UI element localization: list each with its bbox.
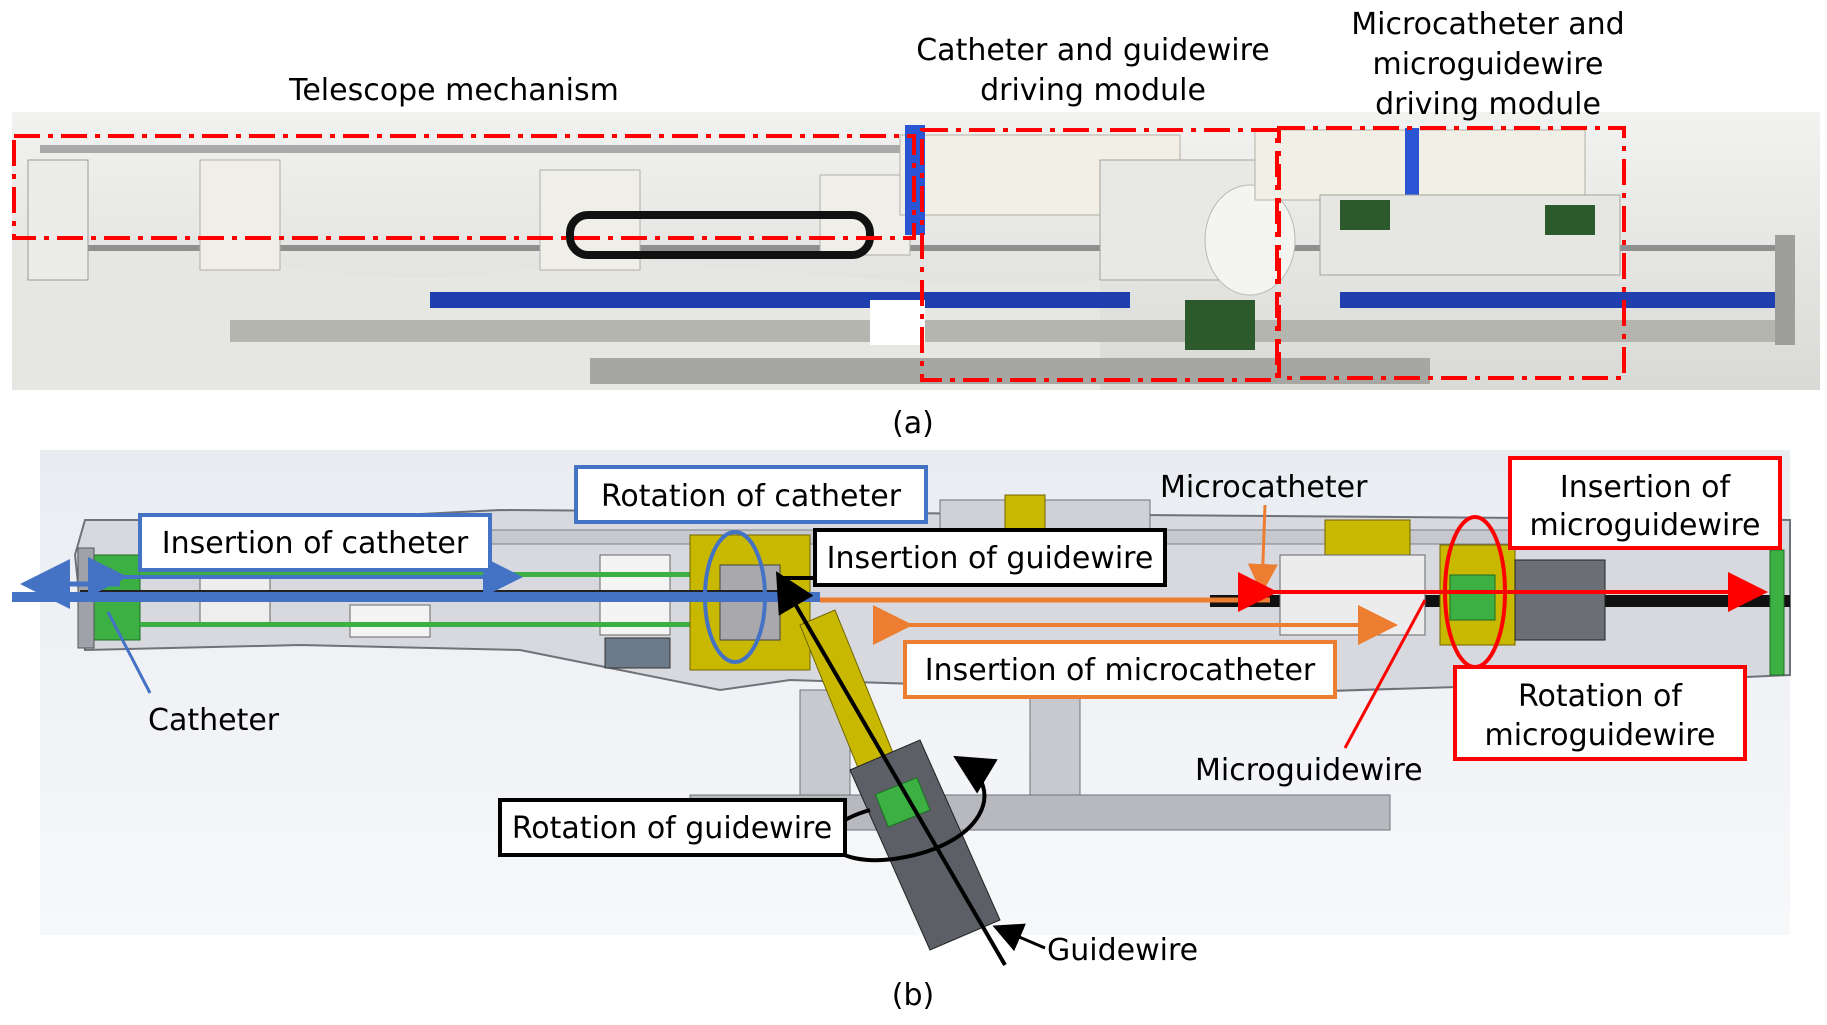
box-rotation-of-microguidewire: Rotation of microguidewire [1453,665,1747,761]
pcb-board-1 [1185,300,1255,350]
cad-green-rod-bottom [140,622,700,627]
white-paper-patch [870,300,925,345]
caption-b: (b) [892,978,934,1013]
label-microcatheter: Microcatheter [1160,470,1368,505]
cad-lower-support-2 [1029,689,1081,801]
box-insertion-of-catheter: Insertion of catheter [138,513,492,572]
left-end-bracket [27,159,89,281]
micro-blue-gear [1405,128,1419,200]
blue-rack-right [1340,292,1780,308]
label-rotation-of-microguidewire-line2: microguidewire [1485,718,1716,753]
pcb-board-3 [1545,205,1595,235]
label-insertion-of-microguidewire-line1: Insertion of [1560,470,1732,505]
label-catheter: Catheter [148,703,280,738]
cad-catheter-inner-gear [719,564,781,641]
pointer-guidewire [992,923,1046,952]
telescope-carriage-1 [199,159,281,271]
label-insertion-of-guidewire: Insertion of guidewire [827,541,1154,576]
label-microguidewire: Microguidewire [1195,753,1423,788]
label-guidewire: Guidewire [1047,933,1198,968]
label-rotation-of-catheter: Rotation of catheter [601,479,902,514]
cad-right-green-plate [1769,549,1785,676]
label-insertion-of-microcatheter: Insertion of microcatheter [925,653,1316,688]
label-catheter-module-line2: driving module [980,73,1206,108]
cad-motor-small [604,637,671,669]
cad-micro-yellow-top [1324,519,1411,556]
white-gear [1204,184,1296,296]
cad-micro-green-gear [1449,574,1496,621]
frame-telescope [12,134,916,240]
label-catheter-module-line1: Catheter and guidewire [916,33,1270,68]
blue-rack-left [430,292,1130,308]
pointer-microguidewire [1343,599,1427,749]
box-insertion-of-microguidewire: Insertion of microguidewire [1508,456,1782,550]
label-rotation-of-microguidewire-line1: Rotation of [1518,679,1683,714]
label-micro-module-line2: microguidewire [1373,47,1604,82]
cad-carriage-2 [349,604,431,638]
panel-b: Rotation of catheter Insertion of cathet… [12,450,1791,1013]
photo-fabric [12,246,1100,390]
pointer-catheter [106,611,152,694]
label-telescope-mechanism: Telescope mechanism [288,73,619,108]
label-micro-module-line1: Microcatheter and [1351,7,1624,42]
micro-module-body [1254,129,1586,201]
label-insertion-of-catheter: Insertion of catheter [162,526,469,561]
black-belt [566,211,874,259]
arrow-insertion-guidewire [775,571,1007,967]
label-rotation-of-guidewire: Rotation of guidewire [512,811,832,846]
base-plate [230,320,1790,342]
cad-micro-spring-unit [1514,559,1606,641]
right-end-plate [1775,235,1795,345]
box-insertion-of-guidewire: Insertion of guidewire [813,528,1167,587]
box-insertion-of-microcatheter: Insertion of microcatheter [903,640,1337,699]
frame-micro-module [1277,126,1626,380]
panel-a: Telescope mechanism Catheter and guidewi… [12,7,1820,441]
frame-catheter-module [920,128,1279,382]
label-micro-module-line3: driving module [1375,87,1601,122]
telescope-rail-top [40,145,930,153]
box-rotation-of-catheter: Rotation of catheter [574,465,928,524]
caption-a: (a) [892,406,934,441]
arrow-rotation-catheter [703,530,767,664]
label-insertion-of-microguidewire-line2: microguidewire [1530,508,1761,543]
box-rotation-of-guidewire: Rotation of guidewire [498,798,847,857]
pcb-board-2 [1340,200,1390,230]
